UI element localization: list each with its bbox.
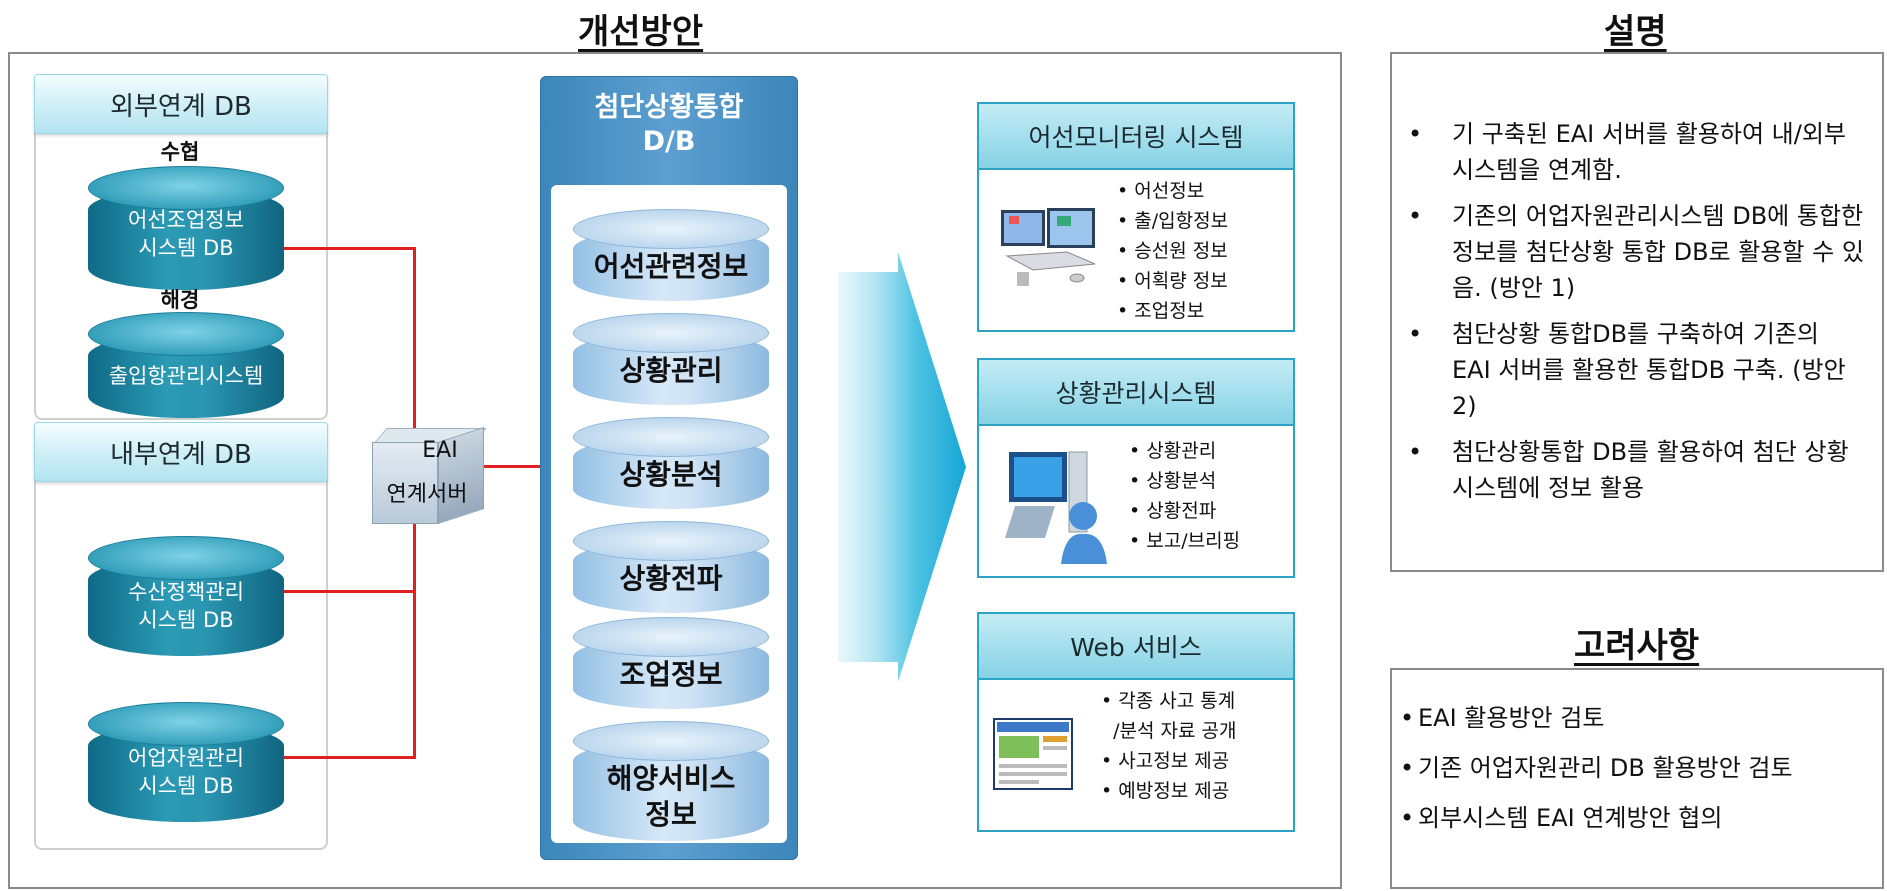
system-box-web-service: Web 서비스 • 각종 사고 통계 /분석 자료 공개 • 사고정보 제공 •… xyxy=(977,612,1295,832)
system-title: 어선모니터링 시스템 xyxy=(979,104,1293,170)
considerations-heading: 고려사항 xyxy=(1574,626,1700,666)
db-cylinder-fishing-ops: 어선조업정보 시스템 DB xyxy=(88,166,284,290)
description-item: •기존의 어업자원관리시스템 DB에 통합한 정보를 첨단상황 통합 DB로 활… xyxy=(1408,202,1864,302)
description-heading: 설명 xyxy=(1604,12,1667,52)
connector-line xyxy=(484,465,542,468)
db-label: 시스템 DB xyxy=(138,236,234,260)
bullet-item: 상황관리 xyxy=(1129,436,1240,466)
consideration-item: •외부시스템 EAI 연계방안 협의 xyxy=(1400,804,1723,832)
system-bullets: 상황관리 상황분석 상황전파 보고/브리핑 xyxy=(1129,436,1240,556)
bullet-item: 출/입항정보 xyxy=(1117,206,1228,236)
web-page-icon xyxy=(993,718,1073,790)
bullet-item: 어획량 정보 xyxy=(1117,266,1228,296)
considerations-box: •EAI 활용방안 검토 •기존 어업자원관리 DB 활용방안 검토 •외부시스… xyxy=(1390,668,1884,889)
description-item: •기 구축된 EAI 서버를 활용하여 내/외부 시스템을 연계함. xyxy=(1408,120,1847,184)
bullet-item: • 사고정보 제공 xyxy=(1101,750,1230,772)
bullet-item: 보고/브리핑 xyxy=(1129,526,1240,556)
consideration-item: •EAI 활용방안 검토 xyxy=(1400,704,1605,732)
integrated-db-panel: 첨단상황통합 D/B 어선관련정보 상황관리 상황분석 상황전파 조업정보 해양… xyxy=(540,76,798,860)
bullet-item: 상황전파 xyxy=(1129,496,1240,526)
description-list: •기 구축된 EAI 서버를 활용하여 내/외부 시스템을 연계함. •기존의 … xyxy=(1408,116,1864,516)
description-item: •첨단상황 통합DB를 구축하여 기존의 EAI 서버를 활용한 통합DB 구축… xyxy=(1408,320,1846,420)
description-box: •기 구축된 EAI 서버를 활용하여 내/외부 시스템을 연계함. •기존의 … xyxy=(1390,52,1884,572)
description-item: •첨단상황통합 DB를 활용하여 첨단 상황 시스템에 정보 활용 xyxy=(1408,438,1849,502)
bullet-item: 승선원 정보 xyxy=(1117,236,1228,266)
db-cylinder-fisheries-policy: 수산정책관리 시스템 DB xyxy=(88,536,284,656)
system-box-vessel-monitoring: 어선모니터링 시스템 어선정보 출/입항정보 승선원 정보 어획량 정보 조업정… xyxy=(977,102,1295,332)
db-cylinder-port-entry: 출입항관리시스템 xyxy=(88,312,284,418)
eai-sub-label: 연계서버 xyxy=(386,482,468,507)
bullet-item: 어선정보 xyxy=(1117,176,1228,206)
db-layer-marine-service: 해양서비스 정보 xyxy=(573,721,769,841)
db-layer-fishing-info: 조업정보 xyxy=(573,617,769,709)
monitor-workstation-icon xyxy=(1001,208,1096,286)
considerations-list: •EAI 활용방안 검토 •기존 어업자원관리 DB 활용방안 검토 •외부시스… xyxy=(1400,700,1864,850)
connector-line xyxy=(284,756,416,759)
eai-server: EAI 연계서버 xyxy=(372,427,487,524)
db-layer-situation-broadcast: 상황전파 xyxy=(573,521,769,613)
db-cylinder-fishery-resources: 어업자원관리 시스템 DB xyxy=(88,702,284,822)
db-label: 출입항관리시스템 xyxy=(108,364,264,388)
system-bullets: • 각종 사고 통계 /분석 자료 공개 • 사고정보 제공 • 예방정보 제공 xyxy=(1101,686,1236,806)
connector-line xyxy=(284,247,416,250)
bullet-item: • 각종 사고 통계 xyxy=(1101,690,1236,712)
operator-computer-icon xyxy=(1005,451,1107,564)
system-box-situation-mgmt: 상황관리시스템 상황관리 상황분석 상황전파 보고/브리핑 xyxy=(977,358,1295,578)
bullet-item: • 예방정보 제공 xyxy=(1101,780,1230,802)
connector-line xyxy=(284,590,416,593)
db-label: 어업자원관리 xyxy=(128,746,244,770)
eai-label: EAI xyxy=(422,438,458,463)
db-layer-situation-mgmt: 상황관리 xyxy=(573,313,769,405)
flow-arrow-icon xyxy=(838,252,966,682)
db-label: 시스템 DB xyxy=(138,608,234,632)
db-label: 어선조업정보 xyxy=(128,208,244,232)
main-heading: 개선방안 xyxy=(578,12,704,52)
system-bullets: 어선정보 출/입항정보 승선원 정보 어획량 정보 조업정보 xyxy=(1117,176,1228,326)
server-icon xyxy=(372,442,438,524)
org-label-suhyup: 수협 xyxy=(160,140,200,164)
bullet-item: 상황분석 xyxy=(1129,466,1240,496)
integrated-db-title: 첨단상황통합 D/B xyxy=(594,92,744,157)
db-label: 시스템 DB xyxy=(138,774,234,798)
integrated-db-stack: 어선관련정보 상황관리 상황분석 상황전파 조업정보 해양서비스 정보 xyxy=(551,185,787,843)
consideration-item: •기존 어업자원관리 DB 활용방안 검토 xyxy=(1400,754,1793,782)
system-title: 상황관리시스템 xyxy=(979,360,1293,426)
internal-db-title: 내부연계 DB xyxy=(34,422,328,482)
bullet-item: 조업정보 xyxy=(1117,296,1228,326)
db-layer-vessel-info: 어선관련정보 xyxy=(573,209,769,301)
db-label: 수산정책관리 xyxy=(128,580,244,604)
external-db-title: 외부연계 DB xyxy=(34,74,328,134)
org-label-coastguard: 해경 xyxy=(160,288,200,312)
db-layer-situation-analysis: 상황분석 xyxy=(573,417,769,509)
bullet-item: /분석 자료 공개 xyxy=(1113,720,1237,742)
system-title: Web 서비스 xyxy=(979,614,1293,680)
